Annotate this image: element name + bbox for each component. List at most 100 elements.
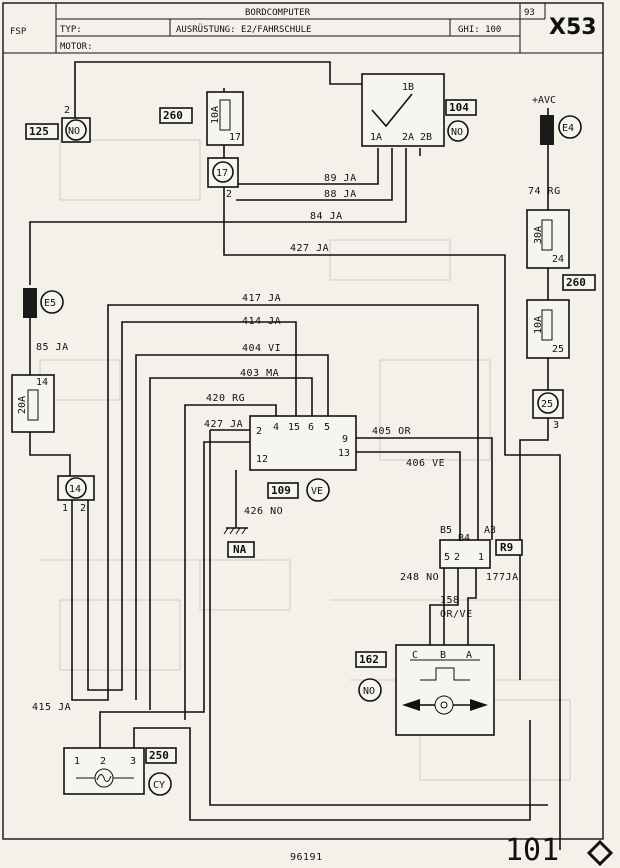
c250-pin-2: 2 <box>100 756 106 767</box>
document-number: 96191 <box>290 852 323 863</box>
wire-426-label: 426 NO <box>244 506 283 517</box>
footer: 96191 101 <box>290 833 614 868</box>
wire-88-label: 88 JA <box>324 189 357 200</box>
wire-420-label: 420 RG <box>206 393 245 404</box>
pin-1a: 1A <box>370 132 382 143</box>
fuse-10a-top: 260 10A 17 17 2 <box>159 91 244 200</box>
fuse-10a-top-pin: 17 <box>229 132 241 143</box>
fuse-30a: 30A 24 260 <box>526 209 596 291</box>
pin-2a: 2A <box>402 132 414 143</box>
sensor-162: C B A 162 NO <box>355 644 495 736</box>
fuse-10a-lower-pin: 25 <box>552 344 564 355</box>
wire-84-label: 84 JA <box>310 211 343 222</box>
ecu-pin-5: 5 <box>324 422 330 433</box>
fuse-20a-pin: 14 <box>36 377 48 388</box>
wire-74-label: 74 RG <box>528 186 561 197</box>
title-block: FSP TYP: MOTOR: BORDCOMPUTER AUSRÜSTUNG:… <box>3 3 603 54</box>
motor-label: MOTOR: <box>60 42 93 52</box>
component-125-label: 125 <box>29 125 49 138</box>
ecu-109-label: 109 <box>271 484 291 497</box>
wire-158-color-label: OR/VE <box>440 609 473 620</box>
supply-e5: E5 <box>23 288 64 318</box>
ground-na: NA <box>223 527 255 558</box>
connector-25-pin: 3 <box>553 420 559 431</box>
ecu-pin-2: 2 <box>256 426 262 437</box>
ecu-pin-15: 15 <box>288 422 300 433</box>
diagram-code: X53 <box>549 15 597 40</box>
r9-pin-5: 5 <box>444 552 450 563</box>
connector-25-label: 25 <box>541 399 553 410</box>
r9-pin-b5: B5 <box>440 525 452 536</box>
component-125: 125 NO 2 <box>25 105 91 143</box>
wire-89-label: 89 JA <box>324 173 357 184</box>
component-260b-label: 260 <box>566 276 586 289</box>
fuse-10a-lower-rating: 10A <box>533 316 544 334</box>
sensor-pin-a: A <box>466 650 472 661</box>
e4-label: E4 <box>562 123 574 134</box>
pin-2b: 2B <box>420 132 432 143</box>
wire-405-label: 405 OR <box>372 426 412 437</box>
fuse-30a-rating: 30A <box>533 226 544 244</box>
connector-17-label: 17 <box>216 168 228 179</box>
r9-pin-1: 1 <box>478 552 484 563</box>
wire-417-label: 417 JA <box>242 293 281 304</box>
section-number: 93 <box>524 8 535 18</box>
component-250: 1 2 3 250 CY <box>63 747 177 796</box>
connector-14-pin-1: 1 <box>62 503 68 514</box>
ecu-109: 2 4 15 6 5 12 9 13 109 VE <box>249 415 357 502</box>
connector-r9: B5 B4 A3 5 2 1 R9 <box>439 525 523 569</box>
wires <box>29 61 561 850</box>
wire-labels: 89 JA 88 JA 84 JA 74 RG 427 JA 85 JA 417… <box>32 173 561 713</box>
wire-158-label: 158 <box>440 595 460 606</box>
component-104-switch: 1B 1A 2A 2B 104 NO <box>361 73 477 147</box>
fsp-label: FSP <box>10 27 27 37</box>
wire-414-label: 414 JA <box>242 316 281 327</box>
component-125-pin: 2 <box>64 105 70 116</box>
page-frame <box>2 2 604 840</box>
connector-14: 14 1 2 <box>57 475 95 514</box>
sensor-pin-b: B <box>440 650 446 661</box>
connector-14-label: 14 <box>69 484 81 495</box>
wire-85-label: 85 JA <box>36 342 69 353</box>
component-104-connector: NO <box>451 127 463 138</box>
connector-14-pin-2: 2 <box>80 503 86 514</box>
ecu-pin-13: 13 <box>338 448 350 459</box>
fuse-20a-rating: 20A <box>17 396 28 414</box>
sensor-162-label: 162 <box>359 653 379 666</box>
r9-label: R9 <box>500 541 513 554</box>
c250-pin-1: 1 <box>74 756 80 767</box>
wire-404-label: 404 VI <box>242 343 281 354</box>
diagram-title: BORDCOMPUTER <box>245 8 311 18</box>
ecu-109-connector: VE <box>311 486 323 497</box>
wire-403-label: 403 MA <box>240 368 279 379</box>
brand-diamond-logo <box>586 839 614 867</box>
fuse-30a-pin: 24 <box>552 254 564 265</box>
c250-pin-3: 3 <box>130 756 136 767</box>
wire-415-label: 415 JA <box>32 702 71 713</box>
e5-label: E5 <box>44 298 56 309</box>
ecu-pin-4: 4 <box>273 422 279 433</box>
component-260-label: 260 <box>163 109 183 122</box>
ghi-label: GHI: 100 <box>458 25 501 35</box>
component-104-label: 104 <box>449 101 469 114</box>
wire-248-label: 248 NO <box>400 572 439 583</box>
fuse-10a-lower: 10A 25 25 3 <box>526 299 570 431</box>
r9-pin-b4: B4 <box>458 533 470 544</box>
component-125-connector: NO <box>68 126 80 137</box>
sensor-pin-c: C <box>412 650 418 661</box>
ground-na-label: NA <box>233 543 247 556</box>
r9-pin-2: 2 <box>454 552 460 563</box>
wire-427-top-label: 427 JA <box>290 243 329 254</box>
wire-177-label: 177JA <box>486 572 519 583</box>
equipment-label: AUSRÜSTUNG: E2/FAHRSCHULE <box>176 24 311 35</box>
ecu-pin-12: 12 <box>256 454 268 465</box>
pin-1b: 1B <box>402 82 414 93</box>
avc-label: +AVC <box>532 95 556 106</box>
wire-406-label: 406 VE <box>406 458 445 469</box>
sensor-162-connector: NO <box>363 686 375 697</box>
ecu-pin-9: 9 <box>342 434 348 445</box>
component-250-connector: CY <box>153 780 165 791</box>
typ-label: TYP: <box>60 25 82 35</box>
connector-17-pin: 2 <box>226 189 232 200</box>
